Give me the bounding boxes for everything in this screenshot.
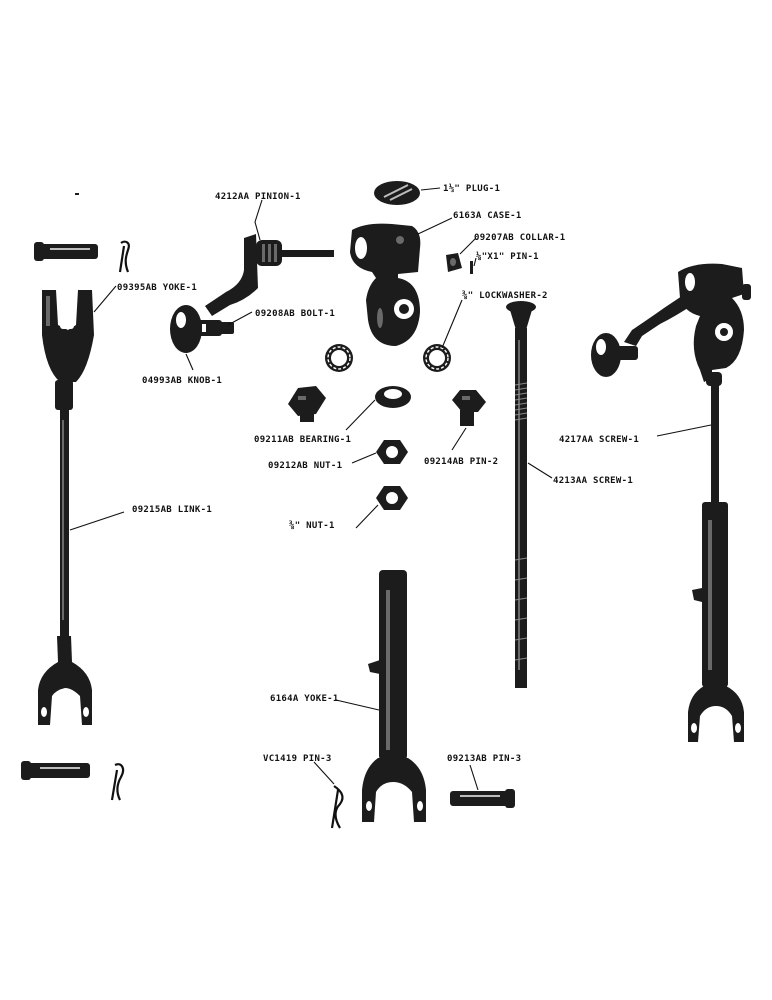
- label-pin-vc1419: VC1419 PIN-3: [263, 754, 332, 764]
- leader-yoke-top: [93, 285, 117, 313]
- leader-pin-vc1419: [313, 761, 335, 785]
- knob-part: [170, 305, 222, 353]
- stray-mark: [75, 193, 79, 195]
- leader-screw-4217: [656, 424, 712, 437]
- clevis-pin-bottom-left: [21, 761, 90, 780]
- leader-lockwasher: [441, 299, 463, 349]
- label-yoke-top: 09395AB YOKE-1: [117, 283, 197, 293]
- leader-collar: [459, 237, 477, 255]
- lockwasher-right: [423, 344, 451, 372]
- label-lockwasher: ⅜" LOCKWASHER-2: [462, 290, 548, 301]
- cotter-pin-top-left: [118, 240, 130, 273]
- label-pin-09214: 09214AB PIN-2: [424, 457, 498, 467]
- clevis-pin-top-left: [34, 242, 98, 261]
- label-nut-3-8: ⅜" NUT-1: [289, 520, 335, 531]
- label-collar: 09207AB COLLAR-1: [474, 233, 566, 243]
- small-pin-part: [470, 261, 473, 274]
- screw-4217-rod: [692, 372, 728, 687]
- label-yoke-6164: 6164A YOKE-1: [270, 694, 339, 704]
- leader-pin-small: [473, 257, 477, 267]
- label-bolt: 09208AB BOLT-1: [255, 309, 335, 319]
- leader-bolt: [227, 311, 253, 326]
- clevis-pin-09213-part: [450, 789, 515, 808]
- collar-part: [446, 253, 462, 272]
- screw-4217-case: [678, 263, 751, 382]
- link-yoke-bottom: [38, 662, 92, 725]
- leader-pinion: [254, 199, 263, 241]
- screw-4213-thread: [514, 382, 528, 661]
- cotter-pin-vc1419-part: [330, 785, 344, 829]
- label-bearing: 09211AB BEARING-1: [254, 435, 351, 445]
- case-part: [350, 223, 421, 346]
- leader-nut-3-8: [355, 504, 379, 529]
- leader-nut-09212: [351, 452, 377, 464]
- label-pin-09213: 09213AB PIN-3: [447, 754, 521, 764]
- nut-09212-part: [376, 440, 408, 464]
- leader-knob: [185, 353, 194, 371]
- lockwasher-left: [325, 344, 353, 372]
- bearing-part: [375, 386, 411, 408]
- pin-09214-part: [452, 390, 486, 426]
- screw-4217-yoke: [688, 686, 744, 742]
- leader-pin-09213: [469, 764, 479, 791]
- label-case: 6163A CASE-1: [453, 211, 522, 221]
- yoke-6164-part: [362, 570, 426, 822]
- nut-3-8-part: [376, 486, 408, 510]
- label-link: 09215AB LINK-1: [132, 505, 212, 515]
- leader-link: [69, 511, 125, 531]
- leader-plug: [420, 187, 441, 191]
- label-pin-small: ⅛"X1" PIN-1: [476, 251, 539, 262]
- label-knob: 04993AB KNOB-1: [142, 376, 222, 386]
- label-plug: 1⅓" PLUG-1: [443, 183, 500, 194]
- screw-4217-crank: [591, 296, 694, 377]
- label-nut-09212: 09212AB NUT-1: [268, 461, 342, 471]
- leader-bearing: [345, 399, 376, 431]
- leader-screw-4213: [527, 462, 553, 479]
- plug-part: [374, 181, 420, 205]
- leader-pin-09214: [451, 427, 467, 451]
- screw-4213-part: [506, 301, 536, 688]
- label-screw-4217: 4217AA SCREW-1: [559, 435, 639, 445]
- bolt-head-left: [288, 386, 326, 422]
- label-pinion: 4212AA PINION-1: [215, 192, 301, 202]
- pinion-part: [205, 234, 334, 316]
- link-rod: [55, 380, 73, 662]
- cotter-pin-bottom-left: [110, 763, 125, 801]
- leader-yoke-6164: [335, 699, 380, 711]
- bolt-part: [218, 322, 234, 334]
- link-yoke-top: [42, 290, 94, 382]
- leader-case: [417, 217, 453, 235]
- label-screw-4213: 4213AA SCREW-1: [553, 476, 633, 486]
